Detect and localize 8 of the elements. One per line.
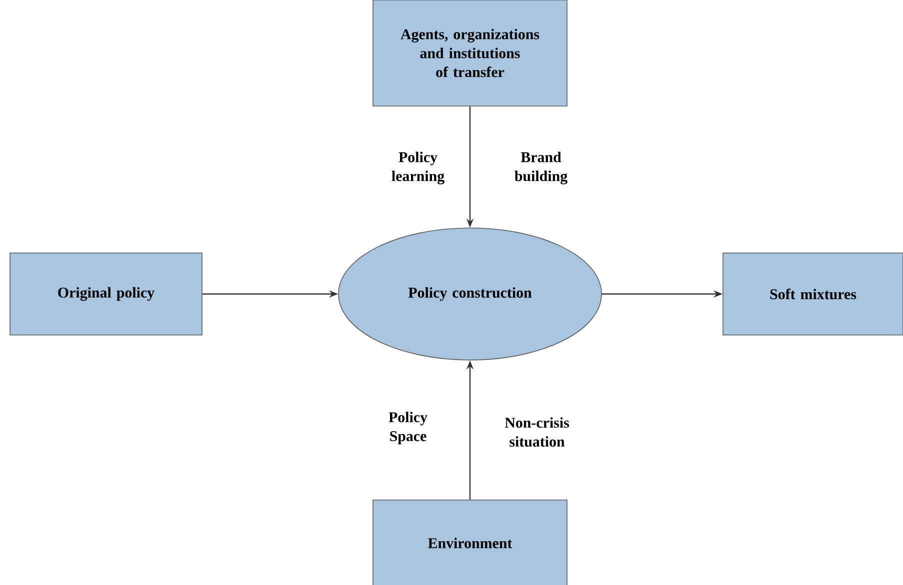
annotation-text: Non-crisis situation	[504, 417, 570, 447]
process-box: Soft mixtures	[722, 252, 903, 336]
annotation-text: Brand building	[514, 152, 568, 184]
process-box: Original policy	[10, 252, 202, 336]
annotation-text: Policy Space	[388, 412, 428, 444]
process-box: Agents, organizations and institutions of transfer	[372, 0, 568, 106]
process-box: Environment	[372, 500, 568, 585]
annotation-text: Policy learning	[392, 152, 444, 184]
